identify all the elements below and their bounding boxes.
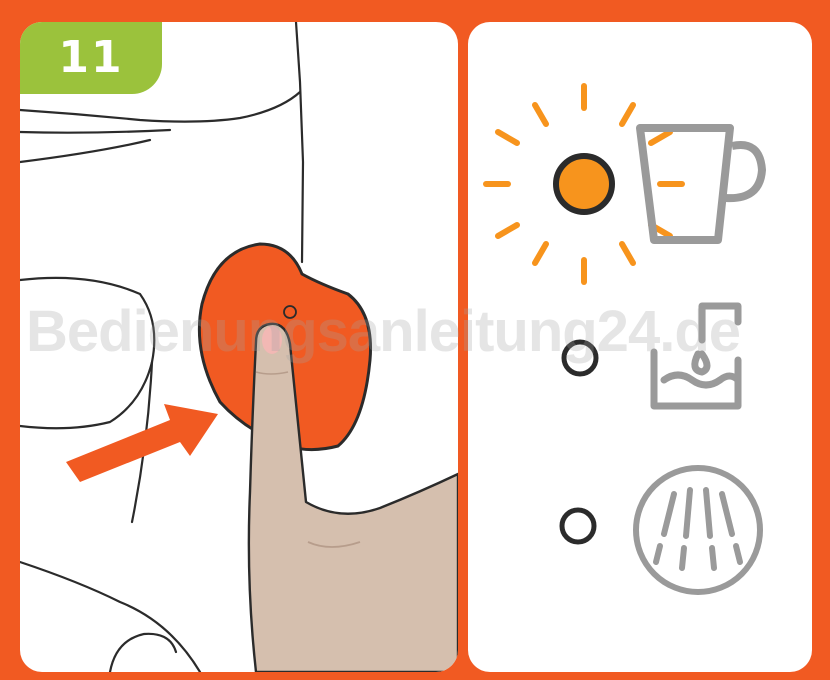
left-panel: 11 (20, 22, 458, 672)
steam-indicator (562, 468, 760, 592)
fingernail (262, 326, 282, 354)
right-panel (468, 22, 812, 672)
cup-indicator-blinking (486, 86, 762, 282)
machine-illustration (20, 22, 458, 672)
steam-icon (636, 468, 760, 592)
indicator-panel (468, 22, 812, 672)
water-indicator (564, 306, 738, 406)
step-number-badge: 11 (20, 22, 162, 94)
cup-indicator-light (556, 156, 612, 212)
water-tank-icon (654, 306, 738, 406)
